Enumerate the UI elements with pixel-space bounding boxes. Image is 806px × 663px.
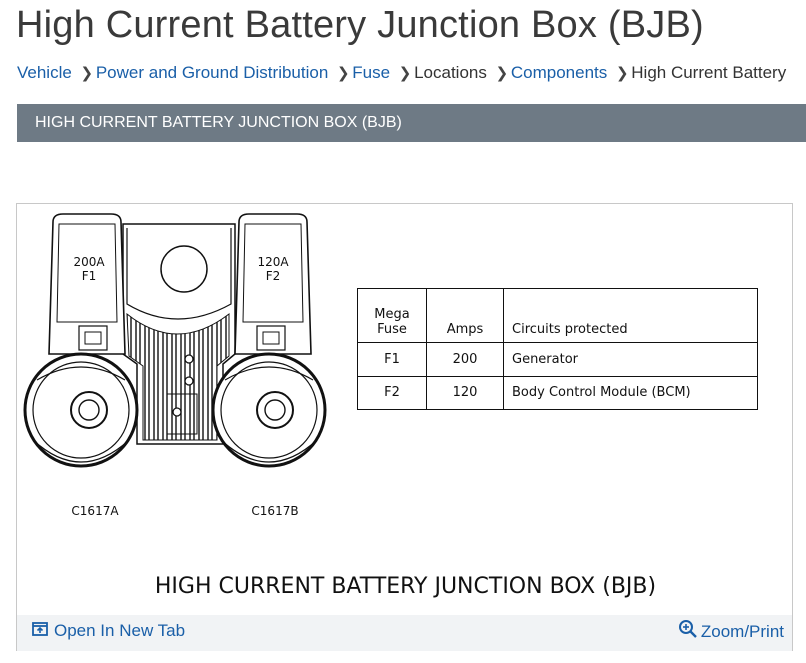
table-row: F1 200 Generator [357, 342, 758, 377]
bjb-ribs [126, 312, 230, 441]
connector-c1617b-label: C1617B [251, 504, 298, 518]
figure-frame: 200A F1 120A F2 C1617A [16, 203, 793, 651]
connector-c1617a: C1617A [23, 352, 139, 518]
fuse-f1-id: F1 [82, 269, 97, 283]
figure-footer: Open In New Tab Zoom/Print [17, 615, 792, 651]
open-in-new-tab-link[interactable]: Open In New Tab [32, 621, 185, 641]
chevron-right-icon: ❯ [80, 65, 94, 82]
header-fuse-line2: Fuse [377, 322, 407, 338]
table-row: F2 120 Body Control Module (BCM) [357, 375, 758, 411]
open-in-new-tab-label: Open In New Tab [54, 621, 186, 640]
magnifier-plus-icon [678, 619, 698, 644]
breadcrumb-vehicle[interactable]: Vehicle [17, 63, 72, 82]
table-header-fuse: Mega Fuse [357, 287, 427, 344]
table-cell-amps: 120 [426, 375, 504, 411]
connector-c1617b: C1617B [211, 352, 327, 518]
section-header: HIGH CURRENT BATTERY JUNCTION BOX (BJB) [17, 104, 806, 142]
header-fuse-line1: Mega [374, 307, 410, 323]
breadcrumb-components[interactable]: Components [510, 63, 608, 82]
fuse-f2-id: F2 [266, 269, 281, 283]
bjb-top-stud [160, 245, 208, 293]
page-title: High Current Battery Junction Box (BJB) [16, 4, 704, 46]
chevron-right-icon: ❯ [615, 65, 629, 82]
bjb-diagram: 200A F1 120A F2 C1617A [23, 213, 327, 518]
fuse-f2: 120A F2 [234, 213, 312, 355]
chevron-right-icon: ❯ [337, 65, 350, 82]
figure-caption: HIGH CURRENT BATTERY JUNCTION BOX (BJB) [154, 574, 657, 599]
breadcrumb-current: High Current Battery [631, 63, 787, 82]
breadcrumb-locations: Locations [414, 63, 487, 82]
table-cell-circuit: Generator [503, 342, 758, 377]
fuse-f1-amps: 200A [73, 255, 105, 269]
connector-c1617a-label: C1617A [71, 504, 119, 518]
table-cell-circuit: Body Control Module (BCM) [503, 375, 758, 411]
chevron-right-icon: ❯ [495, 65, 509, 82]
fuse-f1: 200A F1 [48, 213, 126, 355]
open-new-tab-icon [32, 621, 48, 641]
table-cell-fuse: F1 [357, 342, 427, 377]
breadcrumb-fuse[interactable]: Fuse [352, 63, 391, 82]
fuse-f2-amps: 120A [257, 255, 289, 269]
breadcrumb: Vehicle ❯ Power and Ground Distribution … [17, 62, 786, 84]
zoom-print-link[interactable]: Zoom/Print [678, 619, 784, 644]
table-header-circuits: Circuits protected [503, 287, 758, 344]
table-cell-fuse: F2 [357, 375, 427, 411]
section-header-title: HIGH CURRENT BATTERY JUNCTION BOX (BJB) [35, 114, 402, 131]
fuse-table: Mega Fuse Amps Circuits protected F1 200… [357, 287, 758, 411]
table-header-row: Mega Fuse Amps Circuits protected [357, 287, 758, 344]
table-header-amps: Amps [426, 287, 504, 344]
zoom-print-label: Zoom/Print [700, 621, 784, 641]
chevron-right-icon: ❯ [398, 65, 412, 82]
breadcrumb-power-ground[interactable]: Power and Ground Distribution [95, 63, 329, 82]
table-cell-amps: 200 [426, 342, 504, 377]
